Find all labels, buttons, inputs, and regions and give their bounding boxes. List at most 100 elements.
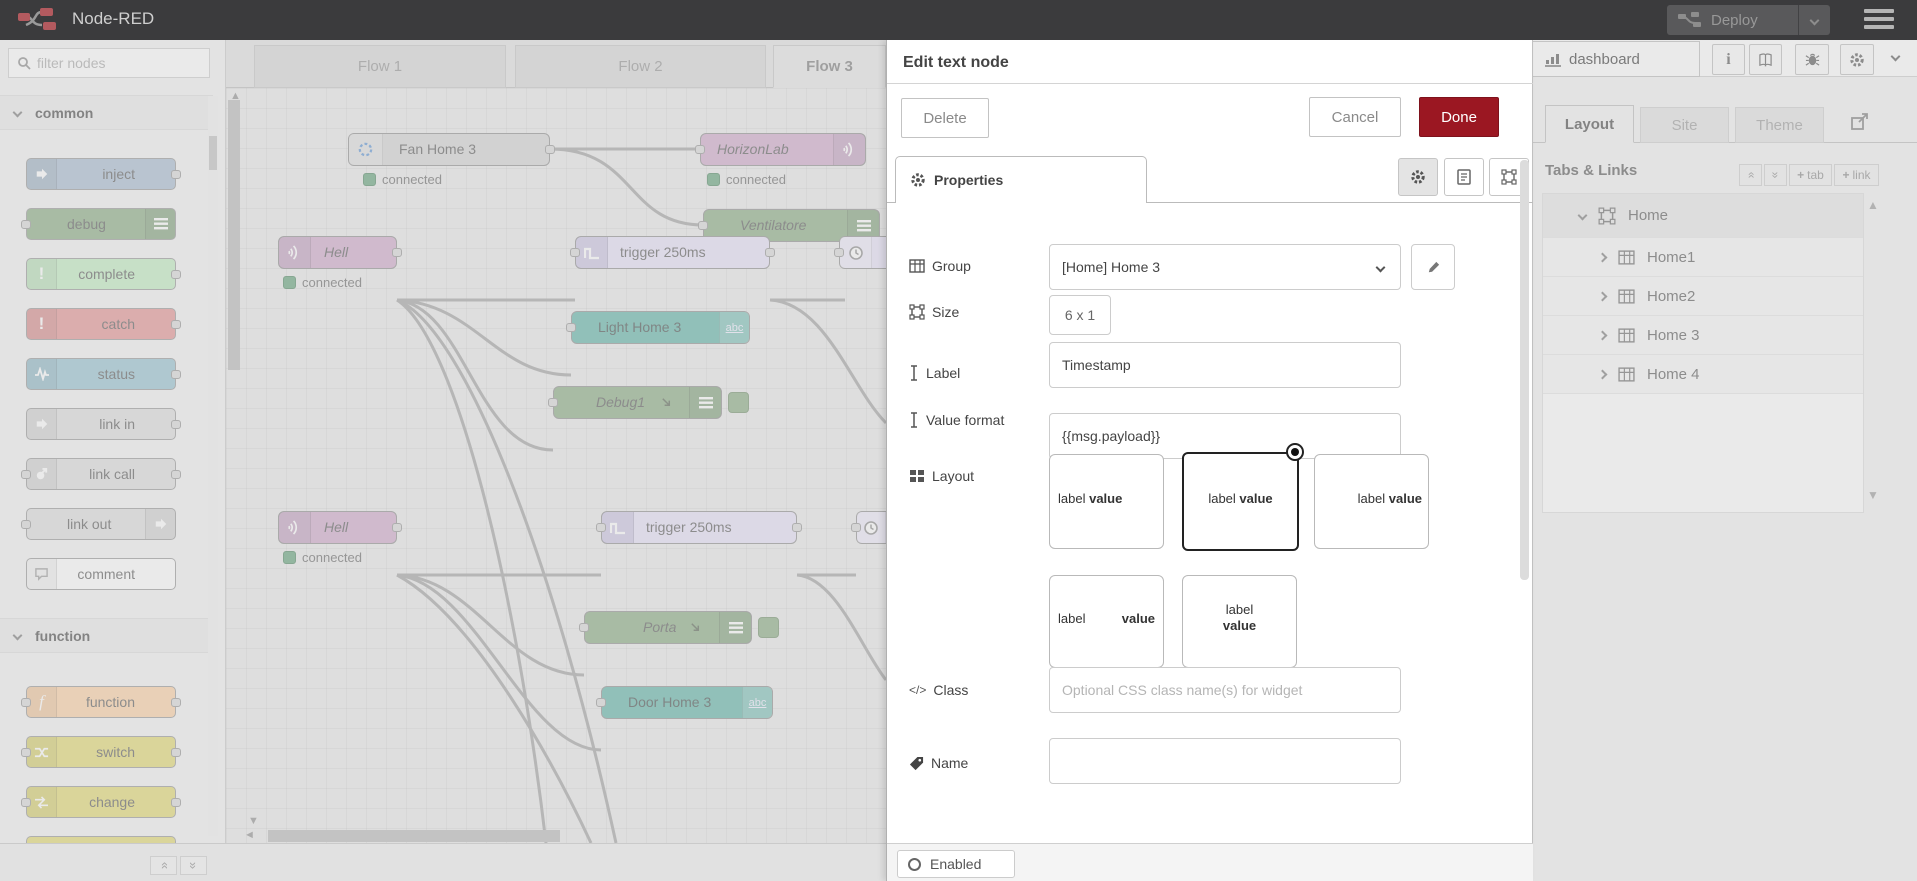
scroll-left-arrow[interactable]: ◄ <box>244 829 255 841</box>
palette-search[interactable]: filter nodes <box>8 48 210 78</box>
palette-node-comment[interactable]: comment <box>26 558 176 590</box>
palette-node-link-out[interactable]: link out <box>21 508 176 540</box>
palette-node-link-in[interactable]: link in <box>26 408 181 440</box>
deploy-button[interactable]: Deploy <box>1667 5 1830 35</box>
size-button[interactable]: 6 x 1 <box>1049 295 1111 335</box>
tab-layout[interactable]: Layout <box>1545 105 1634 143</box>
link-in-icon <box>27 409 57 439</box>
flow-canvas[interactable]: Flow 1 Flow 2 Flow 3 Fan Ho <box>226 40 886 843</box>
main-menu-button[interactable] <box>1862 9 1896 31</box>
class-input[interactable] <box>1049 667 1401 713</box>
debug-enable-toggle[interactable] <box>728 392 749 413</box>
label-field-label: Label <box>909 365 960 381</box>
palette-node-change[interactable]: change <box>21 786 181 818</box>
layout-option-stacked[interactable]: label value <box>1182 575 1297 668</box>
edit-group-button[interactable] <box>1411 244 1455 290</box>
palette-node-status[interactable]: status <box>26 358 181 390</box>
palette-scrollbar[interactable] <box>208 96 218 836</box>
cancel-button[interactable]: Cancel <box>1309 97 1401 137</box>
settings-button[interactable] <box>1840 44 1874 75</box>
tree-scroll-down-arrow[interactable]: ▼ <box>1867 488 1879 502</box>
layout-option-left[interactable]: label value <box>1049 454 1164 549</box>
tree-item-home-3[interactable]: Home 3 <box>1543 316 1863 355</box>
info-button[interactable]: i <box>1712 44 1745 75</box>
node-porta[interactable]: Porta <box>579 611 752 644</box>
name-input[interactable] <box>1049 738 1401 784</box>
palette-category-function[interactable]: function <box>0 618 213 653</box>
status-dot-icon <box>363 173 376 186</box>
tab-theme[interactable]: Theme <box>1735 107 1824 143</box>
expand-palette-button[interactable]: » <box>180 856 207 875</box>
tab-flow-1[interactable]: Flow 1 <box>254 45 506 88</box>
palette-node-link-call[interactable]: link call <box>21 458 181 490</box>
layout-option-center[interactable]: label value <box>1182 443 1304 551</box>
debug-enable-toggle[interactable] <box>758 617 779 638</box>
node-trigger-2[interactable]: trigger 250ms <box>596 511 802 544</box>
scroll-down-arrow[interactable]: ▼ <box>248 815 259 827</box>
flow-wires <box>396 147 886 843</box>
node-cut-2[interactable] <box>851 511 886 544</box>
sidebar-menu-caret[interactable] <box>1890 51 1901 62</box>
debug-icon <box>689 387 721 418</box>
tree-item-home-4[interactable]: Home 4 <box>1543 355 1863 394</box>
layout-option-right[interactable]: label value <box>1314 454 1429 549</box>
node-debug1[interactable]: Debug1 <box>548 386 722 419</box>
tab-flow-3[interactable]: Flow 3 <box>773 45 886 88</box>
palette-node-complete[interactable]: ! complete <box>26 258 181 290</box>
node-trigger-1[interactable]: trigger 250ms <box>570 236 775 269</box>
palette-scrollbar-thumb[interactable] <box>209 136 217 170</box>
palette-node-switch[interactable]: switch <box>21 736 181 768</box>
collapse-all-button[interactable]: » <box>1739 164 1762 186</box>
node-hell-1[interactable]: Hell <box>278 236 402 269</box>
node-hell-2[interactable]: Hell <box>278 511 402 544</box>
link-out-icon <box>145 509 175 539</box>
node-door-home-3[interactable]: abc Door Home 3 <box>596 686 773 719</box>
canvas-vertical-scrollbar[interactable] <box>228 100 240 370</box>
properties-view-button[interactable] <box>1398 158 1438 196</box>
palette-category-common[interactable]: common <box>0 95 213 130</box>
add-tab-button[interactable]: +tab <box>1789 164 1832 186</box>
ibeam-icon <box>911 412 917 428</box>
canvas-horizontal-scrollbar[interactable] <box>268 830 560 842</box>
debug-icon <box>847 210 879 241</box>
chevron-down-icon <box>1577 210 1588 221</box>
palette-node-catch[interactable]: ! catch <box>26 308 181 340</box>
node-fan-home-3[interactable]: Fan Home 3 <box>348 133 555 166</box>
palette-node-debug[interactable]: debug <box>21 208 176 240</box>
wifi-icon <box>833 134 865 165</box>
deploy-options-caret[interactable] <box>1798 5 1830 35</box>
tab-site[interactable]: Site <box>1640 107 1729 143</box>
label-input[interactable] <box>1049 342 1401 388</box>
tab-properties[interactable]: Properties <box>895 156 1147 203</box>
node-light-home-3[interactable]: abc Light Home 3 <box>566 311 750 344</box>
tree-item-home[interactable]: Home <box>1543 194 1863 238</box>
bug-icon <box>1805 53 1819 66</box>
group-select[interactable]: [Home] Home 3 <box>1049 244 1401 290</box>
status-dot-icon <box>283 551 296 564</box>
done-button[interactable]: Done <box>1419 97 1499 137</box>
tray-scrollbar[interactable] <box>1520 160 1529 580</box>
add-link-button[interactable]: +link <box>1834 164 1879 186</box>
palette-node-partial[interactable] <box>26 836 176 843</box>
palette-node-function[interactable]: f function <box>21 686 181 718</box>
help-button[interactable] <box>1749 44 1782 75</box>
delete-button[interactable]: Delete <box>901 98 989 138</box>
tree-item-home2[interactable]: Home2 <box>1543 277 1863 316</box>
sidebar-tab-dashboard[interactable]: dashboard <box>1532 41 1700 77</box>
palette-node-inject[interactable]: inject <box>26 158 181 190</box>
scroll-up-arrow[interactable]: ▲ <box>230 90 241 102</box>
node-horizonlab[interactable]: HorizonLab <box>695 133 866 166</box>
expand-all-button[interactable]: » <box>1764 164 1787 186</box>
tree-scroll-up-arrow[interactable]: ▲ <box>1867 198 1879 212</box>
open-dashboard-icon[interactable] <box>1850 112 1870 132</box>
tab-flow-2[interactable]: Flow 2 <box>515 45 766 88</box>
catch-icon: ! <box>27 309 57 339</box>
tree-item-home1[interactable]: Home1 <box>1543 238 1863 277</box>
value-format-input[interactable] <box>1049 413 1401 459</box>
node-cut-1[interactable] <box>834 236 886 269</box>
description-view-button[interactable] <box>1444 158 1484 196</box>
collapse-palette-button[interactable]: » <box>150 856 177 875</box>
debug-sidebar-button[interactable] <box>1795 44 1829 75</box>
enabled-toggle-button[interactable]: Enabled <box>897 850 1015 878</box>
